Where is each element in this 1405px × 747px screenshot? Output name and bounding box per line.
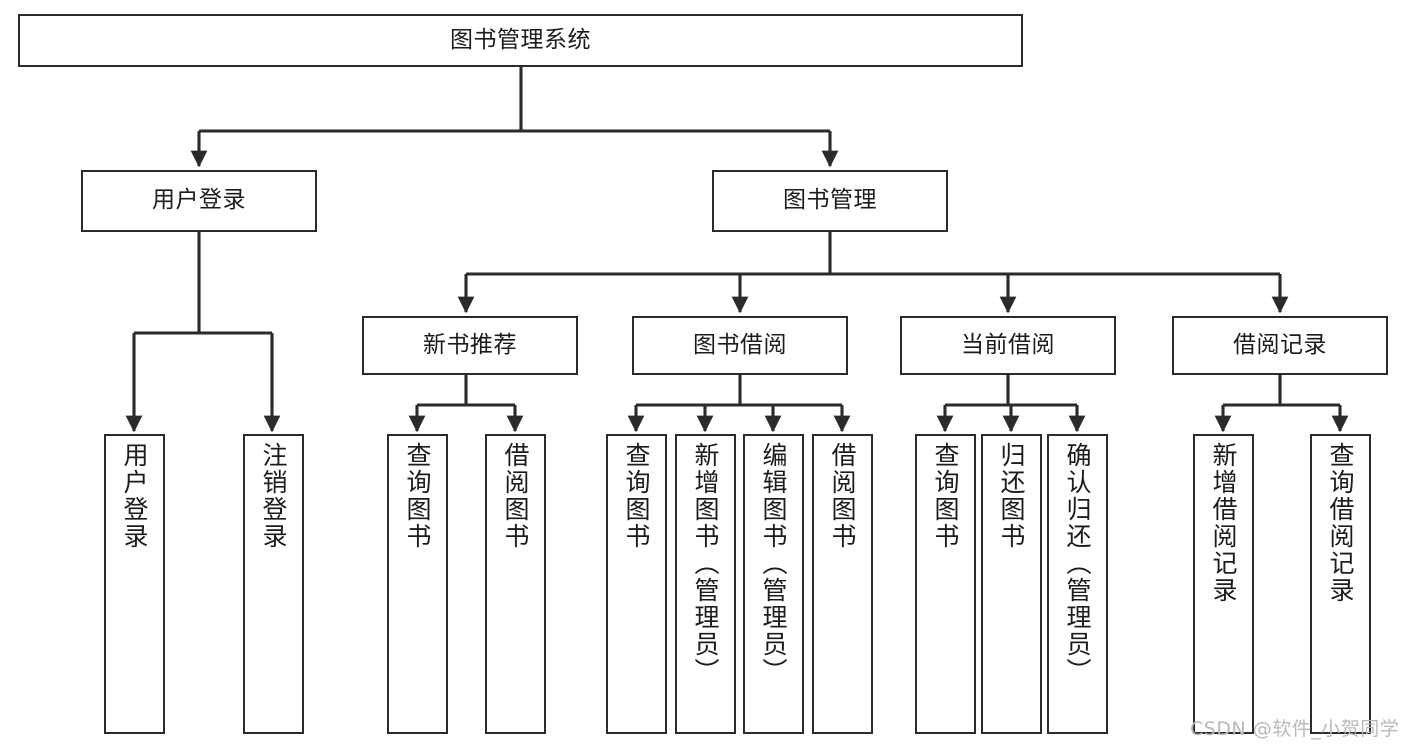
node-leaf-add-book-label: 新增图书（管理员） — [691, 442, 720, 685]
node-book-management[interactable]: 图书管理 — [712, 170, 948, 232]
node-leaf-query-book-3[interactable]: 查询图书 — [915, 434, 976, 734]
node-user-login-label: 用户登录 — [152, 187, 246, 214]
node-leaf-query-book-1[interactable]: 查询图书 — [387, 434, 448, 734]
node-leaf-borrow-book-2-label: 借阅图书 — [828, 442, 857, 550]
node-leaf-borrow-book-1[interactable]: 借阅图书 — [485, 434, 546, 734]
node-root[interactable]: 图书管理系统 — [18, 14, 1023, 67]
node-leaf-query-book-2-label: 查询图书 — [622, 442, 651, 550]
node-leaf-query-book-2[interactable]: 查询图书 — [606, 434, 667, 734]
node-leaf-logout-login[interactable]: 注销登录 — [243, 434, 304, 734]
node-current-borrow-label: 当前借阅 — [961, 331, 1055, 358]
node-leaf-query-borrow-record-label: 查询借阅记录 — [1326, 442, 1355, 604]
node-leaf-borrow-book-1-label: 借阅图书 — [501, 442, 530, 550]
csdn-watermark: CSDN @软件_小贺同学 — [1190, 718, 1400, 740]
node-leaf-query-borrow-record[interactable]: 查询借阅记录 — [1310, 434, 1371, 734]
node-leaf-add-book[interactable]: 新增图书（管理员） — [675, 434, 736, 734]
node-leaf-edit-book[interactable]: 编辑图书（管理员） — [743, 434, 804, 734]
node-leaf-user-login[interactable]: 用户登录 — [104, 434, 165, 734]
node-leaf-logout-login-label: 注销登录 — [259, 442, 288, 550]
node-leaf-query-book-3-label: 查询图书 — [931, 442, 960, 550]
node-leaf-return-book-label: 归还图书 — [997, 442, 1026, 550]
node-leaf-confirm-return-label: 确认归还（管理员） — [1063, 442, 1092, 685]
node-book-borrow[interactable]: 图书借阅 — [632, 316, 848, 375]
node-new-book-recommend[interactable]: 新书推荐 — [362, 316, 578, 375]
node-leaf-borrow-book-2[interactable]: 借阅图书 — [812, 434, 873, 734]
node-borrow-record[interactable]: 借阅记录 — [1172, 316, 1388, 375]
node-leaf-user-login-label: 用户登录 — [120, 442, 149, 550]
node-current-borrow[interactable]: 当前借阅 — [900, 316, 1116, 375]
node-root-label: 图书管理系统 — [450, 26, 591, 53]
node-book-borrow-label: 图书借阅 — [693, 331, 787, 358]
node-leaf-return-book[interactable]: 归还图书 — [981, 434, 1042, 734]
node-leaf-confirm-return[interactable]: 确认归还（管理员） — [1047, 434, 1108, 734]
node-leaf-add-borrow-record[interactable]: 新增借阅记录 — [1193, 434, 1254, 734]
node-borrow-record-label: 借阅记录 — [1233, 331, 1327, 358]
node-new-book-recommend-label: 新书推荐 — [423, 331, 517, 358]
node-leaf-add-borrow-record-label: 新增借阅记录 — [1209, 442, 1238, 604]
node-user-login[interactable]: 用户登录 — [81, 170, 317, 232]
node-book-management-label: 图书管理 — [783, 187, 877, 214]
node-leaf-query-book-1-label: 查询图书 — [403, 442, 432, 550]
node-leaf-edit-book-label: 编辑图书（管理员） — [759, 442, 788, 685]
